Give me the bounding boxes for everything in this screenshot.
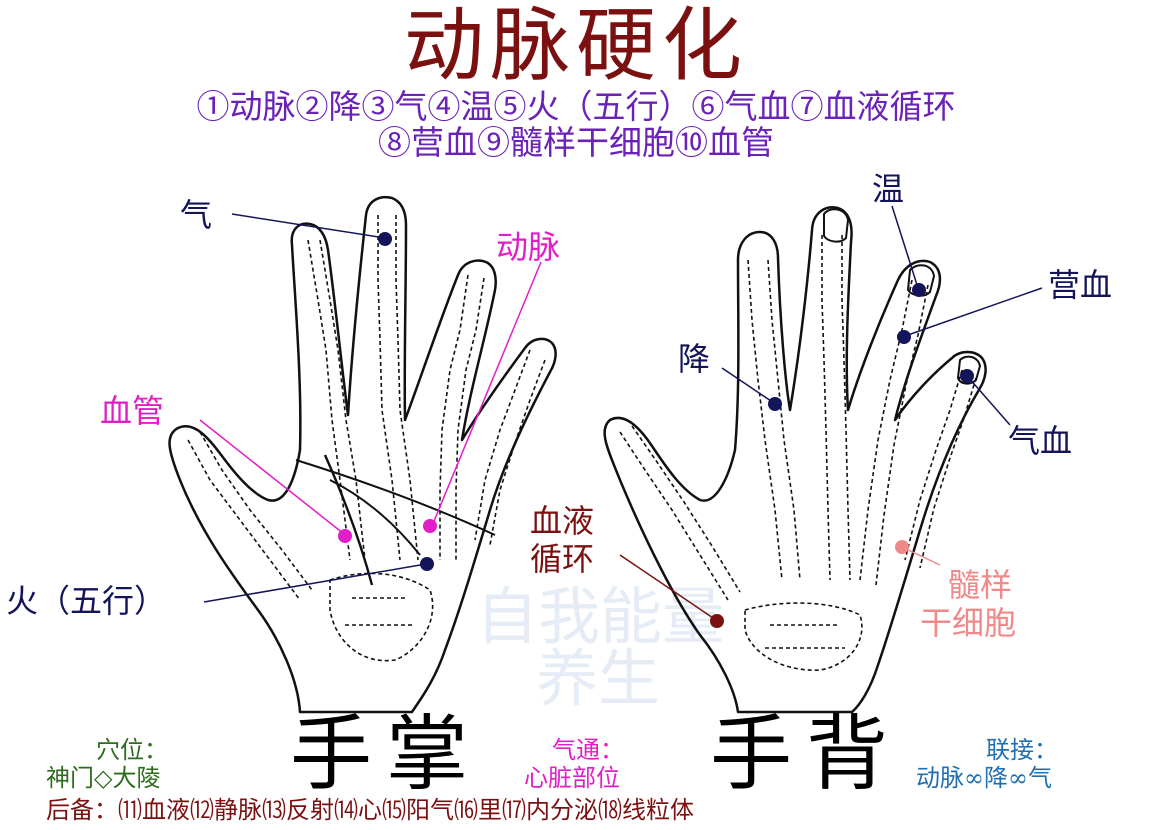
back-nail-little [957, 355, 981, 385]
point-qi [378, 232, 392, 246]
back-hand-outline [603, 206, 987, 714]
point-vessel [338, 529, 352, 543]
point-ying-blood [897, 330, 911, 344]
point-descend [768, 397, 782, 411]
palm-points [199, 213, 542, 603]
link-value: 动脉∞降∞气 [916, 764, 1052, 792]
back-points [619, 205, 1043, 628]
label-qi: 气 [180, 196, 212, 234]
legend-line-1: ①动脉②降③气④温⑤火（五行）⑥气血⑦血液循环 [196, 87, 956, 126]
point-warm [912, 283, 926, 297]
palm-hand-outline [168, 196, 557, 714]
label-ying-blood: 营血 [1048, 266, 1112, 304]
qitong-value: 心脏部位 [524, 764, 620, 792]
label-fire: 火（五行） [6, 582, 166, 620]
back-bones [619, 235, 977, 671]
caption-back: 手背 [710, 707, 902, 802]
legend-line-2: ⑧营血⑨髓样干细胞⑩血管 [378, 123, 774, 162]
acupoint-value: 神门◇大陵 [46, 764, 160, 792]
label-descend: 降 [678, 340, 710, 378]
back-nail-middle [823, 208, 849, 243]
palm-hand [168, 196, 557, 714]
back-hand [603, 206, 987, 714]
label-artery: 动脉 [496, 228, 560, 266]
point-blood-circulation [710, 614, 724, 628]
caption-palm: 手掌 [290, 707, 482, 802]
palm-crease-3 [329, 479, 421, 556]
point-artery [423, 519, 437, 533]
label-marrow-1: 髓样 [948, 566, 1012, 604]
acupoint-label: 穴位： [96, 736, 168, 764]
palm-crease-1 [295, 459, 496, 536]
watermark-line-1: 自我能量 [476, 580, 724, 653]
point-marrow [895, 540, 909, 554]
label-qi-blood: 气血 [1008, 422, 1072, 460]
label-marrow-2: 干细胞 [920, 604, 1016, 642]
point-fire [420, 557, 434, 571]
watermark: 自我能量 养生 [476, 580, 724, 715]
watermark-line-2: 养生 [536, 642, 660, 715]
label-blood-circ-1: 血液 [530, 502, 594, 540]
link-label: 联接： [986, 736, 1058, 764]
label-blood-circ-2: 循环 [530, 540, 594, 578]
point-qi-blood [960, 369, 974, 383]
backup-list: 后备：⑾血液⑿静脉⒀反射⒁心⒂阳气⒃里⒄内分泌⒅线粒体 [46, 796, 694, 824]
label-warm: 温 [872, 170, 904, 208]
label-vessel: 血管 [100, 392, 164, 430]
qitong-label: 气通： [552, 736, 624, 764]
palm-crease-2 [323, 454, 374, 586]
page-title: 动脉硬化 [404, 0, 748, 92]
back-nail-ring [907, 264, 935, 297]
